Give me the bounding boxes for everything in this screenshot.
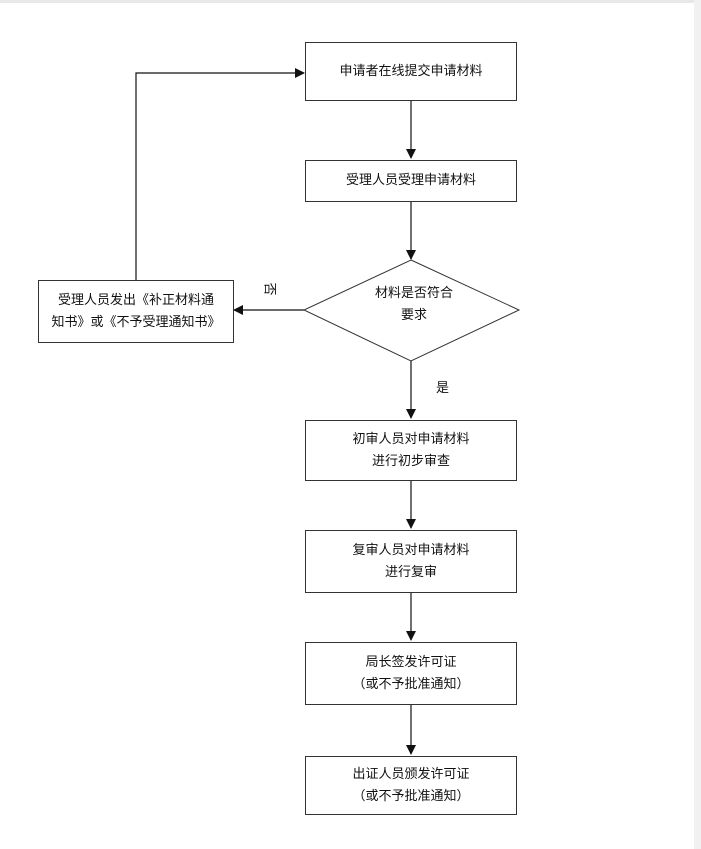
- node-reject-notice: 受理人员发出《补正材料通 知书》或《不予受理通知书》: [38, 280, 234, 343]
- node-acceptance: 受理人员受理申请材料: [305, 160, 517, 202]
- node-certificate-issue-line-2: （或不予批准通知）: [352, 788, 470, 804]
- node-initial-review: 初审人员对申请材料 进行初步审查: [305, 420, 517, 481]
- edge-label-no: 否: [261, 282, 277, 296]
- node-initial-review-line-1: 初审人员对申请材料: [352, 431, 470, 447]
- edge-reject-to-submit: [135, 68, 305, 280]
- decision-text-line-1: 材料是否符合: [374, 286, 453, 301]
- node-acceptance-text: 受理人员受理申请材料: [345, 173, 476, 188]
- node-director-issue-line-1: 局长签发许可证: [365, 654, 457, 670]
- decision-text-line-2: 要求: [400, 308, 427, 323]
- node-online-submission-text: 申请者在线提交申请材料: [339, 63, 483, 79]
- node-certificate-issue-line-1: 出证人员颁发许可证: [352, 766, 470, 782]
- node-director-issue-line-2: （或不予批准通知）: [352, 676, 470, 692]
- top-border: [0, 0, 701, 3]
- node-second-review-line-2: 进行复审: [384, 564, 437, 580]
- node-online-submission: 申请者在线提交申请材料: [305, 42, 517, 101]
- edge-label-yes: 是: [436, 381, 450, 396]
- node-certificate-issue: 出证人员颁发许可证 （或不予批准通知）: [305, 756, 517, 815]
- decision-text: 材料是否符合 要求: [346, 283, 482, 327]
- node-director-issue: 局长签发许可证 （或不予批准通知）: [305, 642, 517, 705]
- right-border: [694, 0, 701, 849]
- node-second-review: 复审人员对申请材料 进行复审: [305, 530, 517, 593]
- node-initial-review-line-2: 进行初步审查: [371, 453, 450, 469]
- node-reject-notice-line-2: 知书》或《不予受理通知书》: [51, 314, 221, 330]
- node-second-review-line-1: 复审人员对申请材料: [352, 542, 470, 558]
- node-reject-notice-line-1: 受理人员发出《补正材料通: [57, 292, 214, 308]
